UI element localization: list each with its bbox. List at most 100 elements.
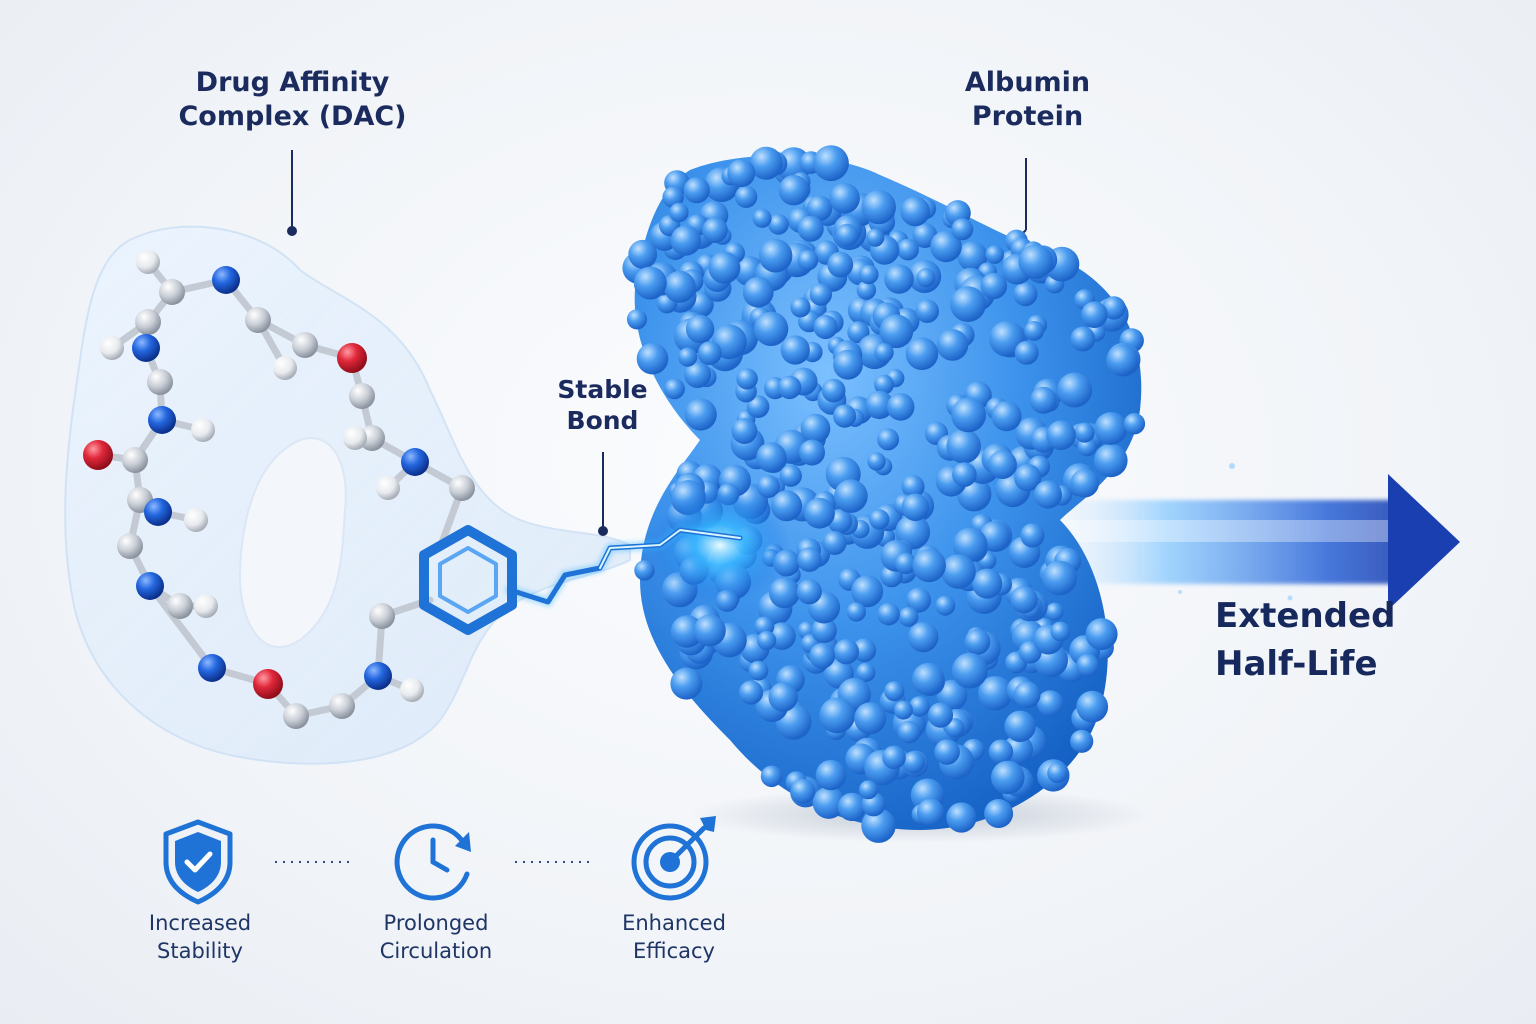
bond-label-line1: Stable bbox=[557, 375, 648, 404]
protein-bead bbox=[846, 602, 866, 622]
stable-bond-label: Stable Bond bbox=[530, 374, 675, 437]
protein-bead bbox=[877, 602, 900, 626]
protein-bead bbox=[736, 368, 758, 390]
nitrogen-atom bbox=[212, 266, 240, 294]
protein-bead bbox=[988, 450, 1017, 479]
protein-bead bbox=[1081, 301, 1108, 329]
protein-bead bbox=[1102, 296, 1126, 320]
hydrogen-atom bbox=[136, 250, 160, 274]
hydrogen-atom bbox=[100, 336, 124, 360]
protein-bead bbox=[1046, 420, 1076, 451]
nitrogen-atom bbox=[136, 572, 164, 600]
protein-bead bbox=[796, 579, 822, 605]
hydrogen-atom bbox=[376, 476, 400, 500]
protein-bead bbox=[936, 679, 968, 711]
protein-bead bbox=[934, 739, 960, 765]
protein-bead bbox=[988, 739, 1014, 764]
protein-bead bbox=[1070, 729, 1094, 753]
protein-bead bbox=[951, 218, 974, 241]
carbon-atom bbox=[292, 332, 318, 358]
protein-bead bbox=[1020, 523, 1045, 548]
carbon-atom bbox=[359, 425, 385, 451]
benzene-ring bbox=[419, 525, 517, 635]
protein-bead bbox=[884, 681, 905, 702]
dac-label-line1: Drug Affinity bbox=[195, 67, 390, 98]
protein-bead bbox=[834, 479, 868, 513]
protein-bead bbox=[1004, 710, 1036, 742]
protein-bead bbox=[815, 759, 847, 791]
protein-bead bbox=[752, 208, 772, 228]
carbon-atom bbox=[122, 447, 148, 473]
protein-bead bbox=[738, 680, 764, 705]
protein-bead bbox=[697, 341, 722, 365]
protein-bead bbox=[905, 337, 939, 371]
protein-bead bbox=[746, 395, 770, 419]
oxygen-atom bbox=[253, 669, 283, 699]
protein-bead bbox=[797, 547, 822, 572]
protein-bead bbox=[1057, 372, 1093, 408]
extended-half-life-label: Extended Half-Life bbox=[1215, 592, 1455, 689]
protein-bead bbox=[1094, 412, 1128, 445]
protein-bead bbox=[859, 264, 879, 285]
protein-bead bbox=[742, 276, 774, 308]
carbon-atom bbox=[283, 703, 309, 729]
protein-bead bbox=[702, 217, 728, 243]
benefit-efficacy-line1: Enhanced bbox=[622, 911, 726, 935]
protein-bead bbox=[693, 614, 726, 647]
protein-bead bbox=[874, 374, 894, 395]
half-life-arrow bbox=[1040, 463, 1460, 610]
protein-bead bbox=[1074, 422, 1095, 443]
protein-bead bbox=[950, 286, 986, 322]
albumin-label-line2: Protein bbox=[971, 100, 1084, 132]
protein-bead bbox=[768, 682, 798, 712]
protein-bead bbox=[1106, 344, 1139, 377]
protein-bead bbox=[916, 798, 945, 826]
protein-bead bbox=[991, 401, 1022, 432]
protein-bead bbox=[985, 245, 1004, 264]
protein-bead bbox=[670, 667, 703, 700]
protein-bead bbox=[790, 778, 816, 804]
protein-bead bbox=[951, 652, 988, 689]
carbon-atom bbox=[449, 475, 475, 501]
dac-inner-void bbox=[238, 437, 347, 648]
hydrogen-atom bbox=[343, 426, 367, 450]
protein-bead bbox=[941, 554, 976, 589]
protein-bead bbox=[829, 183, 860, 214]
protein-bead bbox=[1014, 464, 1042, 492]
protein-bead bbox=[749, 146, 783, 180]
protein-bead bbox=[833, 349, 863, 380]
carbon-atom bbox=[329, 693, 355, 719]
protein-bead bbox=[812, 786, 845, 819]
protein-bead bbox=[858, 780, 878, 800]
protein-bead bbox=[946, 429, 981, 464]
protein-bead bbox=[806, 195, 833, 222]
protein-bead bbox=[633, 266, 667, 300]
protein-bead bbox=[980, 272, 1008, 300]
bond-leader-dot bbox=[598, 526, 608, 536]
protein-bead bbox=[1010, 586, 1038, 614]
protein-bead bbox=[1076, 690, 1109, 723]
protein-bead bbox=[684, 398, 717, 431]
protein-bead bbox=[852, 638, 877, 663]
shield-check-icon bbox=[163, 819, 233, 905]
protein-bead bbox=[895, 552, 917, 575]
protein-bead bbox=[879, 314, 914, 349]
protein-bead bbox=[861, 808, 896, 843]
protein-bead bbox=[1070, 326, 1096, 352]
molecule-bond bbox=[146, 582, 216, 672]
protein-bead bbox=[727, 159, 756, 188]
protein-bead bbox=[634, 560, 655, 581]
protein-bead bbox=[748, 660, 769, 681]
carbon-atom bbox=[159, 279, 185, 305]
protein-bead bbox=[809, 642, 835, 669]
protein-bead bbox=[663, 270, 696, 303]
protein-bead bbox=[670, 615, 704, 648]
hydrogen-atom bbox=[273, 356, 297, 380]
protein-bead bbox=[898, 607, 919, 627]
albumin-protein bbox=[622, 145, 1146, 843]
protein-bead bbox=[1033, 480, 1062, 509]
hydrogen-atom bbox=[400, 678, 424, 702]
protein-bead bbox=[800, 413, 831, 444]
protein-bead bbox=[900, 196, 930, 227]
nitrogen-atom bbox=[148, 406, 176, 434]
